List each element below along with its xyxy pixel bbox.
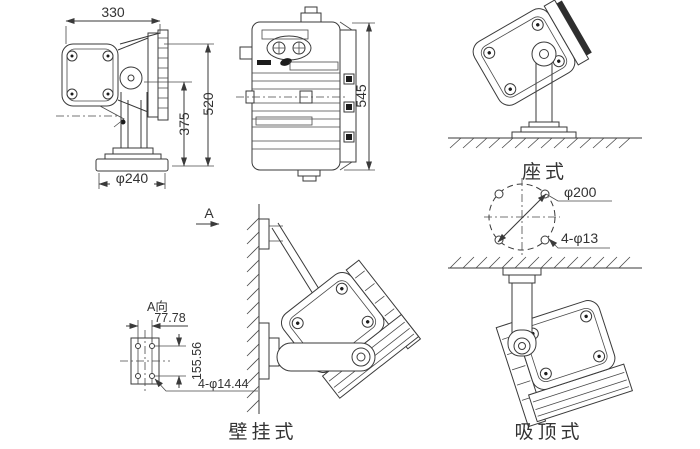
section-arrow-label: A [204, 205, 214, 221]
seat-base-step-1 [528, 121, 560, 128]
plate-detail: A向 77.78 155.56 4-φ14.44 [120, 299, 258, 392]
wall-view: A 壁挂式 [196, 204, 422, 443]
dim-375: 375 [144, 81, 192, 167]
dim-155-56: 155.56 [155, 334, 204, 388]
dim-330-label: 330 [101, 4, 125, 20]
side-clips [343, 73, 355, 143]
wall-lamp [280, 259, 422, 399]
bottom-knob-cap [302, 175, 317, 182]
ceiling-lamp [495, 300, 634, 428]
lamp-head-frame [61, 43, 119, 107]
rear-fin-ticks [158, 37, 168, 109]
wall-plate [258, 322, 270, 380]
base-plate [95, 158, 169, 172]
dim-phi200-label: φ200 [564, 184, 597, 200]
cooling-fins [252, 72, 340, 150]
wall-pivot [351, 347, 371, 367]
dim-phi240: φ240 [98, 170, 166, 189]
dim-330: 330 [65, 4, 161, 44]
ceiling-stem [511, 283, 533, 335]
ground-hatch [449, 137, 631, 149]
lamp-head-inner [66, 48, 114, 102]
dim-545-label: 545 [353, 84, 369, 108]
rear-view: 545 [236, 6, 375, 182]
top-knob-cap [304, 6, 318, 14]
section-arrow: A [196, 205, 220, 227]
dim-155-56-label: 155.56 [190, 342, 204, 380]
fin-slot-1 [289, 61, 339, 71]
ceiling-flange-2 [508, 274, 536, 284]
lamp-rear-fin-plate [157, 29, 169, 121]
post [120, 92, 148, 148]
terminal-screws [272, 41, 306, 55]
lamp-top-edge [119, 32, 161, 45]
rear-side-strip [339, 29, 357, 163]
lamp-head-bolts [66, 50, 114, 100]
ceiling-flange-1 [502, 267, 542, 276]
ceiling-hatch [449, 256, 631, 269]
dim-375-label: 375 [176, 112, 192, 136]
base-step-2 [104, 153, 162, 160]
wall-arm [276, 342, 376, 372]
dim-520-label: 520 [200, 92, 216, 116]
rear-body [251, 21, 341, 171]
bottom-knob [297, 169, 321, 177]
rear-corner-edges [339, 21, 353, 171]
left-tab [239, 46, 253, 60]
seat-base-plate [511, 131, 577, 139]
ceiling-view-label: 吸顶式 [514, 421, 583, 443]
seat-view: 座式 [448, 0, 642, 183]
dim-4phi14-44: 4-φ14.44 [154, 377, 258, 392]
seat-lamp [472, 0, 592, 106]
dim-77-78: 77.78 [126, 311, 188, 342]
pivot-joint [119, 66, 143, 90]
cable-gland [257, 60, 271, 65]
dim-4phi13-label: 4-φ13 [561, 230, 598, 246]
dim-4phi14-44-label: 4-φ14.44 [198, 377, 249, 391]
ceiling-view: φ200 4-φ13 吸顶式 [448, 178, 642, 443]
lamp-bottom-corner [99, 105, 125, 128]
top-knob [300, 12, 322, 23]
dim-520: 520 [164, 43, 216, 167]
seat-pivot [531, 41, 557, 67]
top-slot [261, 29, 309, 40]
ceiling-pivot [513, 337, 531, 355]
corner-bolt [120, 119, 126, 125]
seat-base-step-2 [520, 126, 568, 133]
wall-hatch [246, 217, 260, 413]
side-view: 330 520 375 φ240 [56, 4, 216, 189]
dim-545: 545 [344, 22, 375, 171]
wall-view-label: 壁挂式 [228, 421, 297, 443]
support-strut [271, 222, 325, 303]
seat-post [535, 58, 553, 122]
seat-view-label: 座式 [522, 161, 568, 183]
base-step-1 [112, 147, 154, 155]
fin-slot-2 [255, 116, 313, 126]
bolt-circle-detail: φ200 4-φ13 [484, 178, 612, 258]
plate-detail-title: A向 [147, 299, 168, 314]
wall-top-bracket [258, 218, 270, 250]
ground-lug [280, 58, 292, 66]
dim-77-78-label: 77.78 [154, 311, 185, 325]
dim-phi240-label: φ240 [116, 170, 149, 186]
lamp-rear-plate [147, 32, 159, 118]
